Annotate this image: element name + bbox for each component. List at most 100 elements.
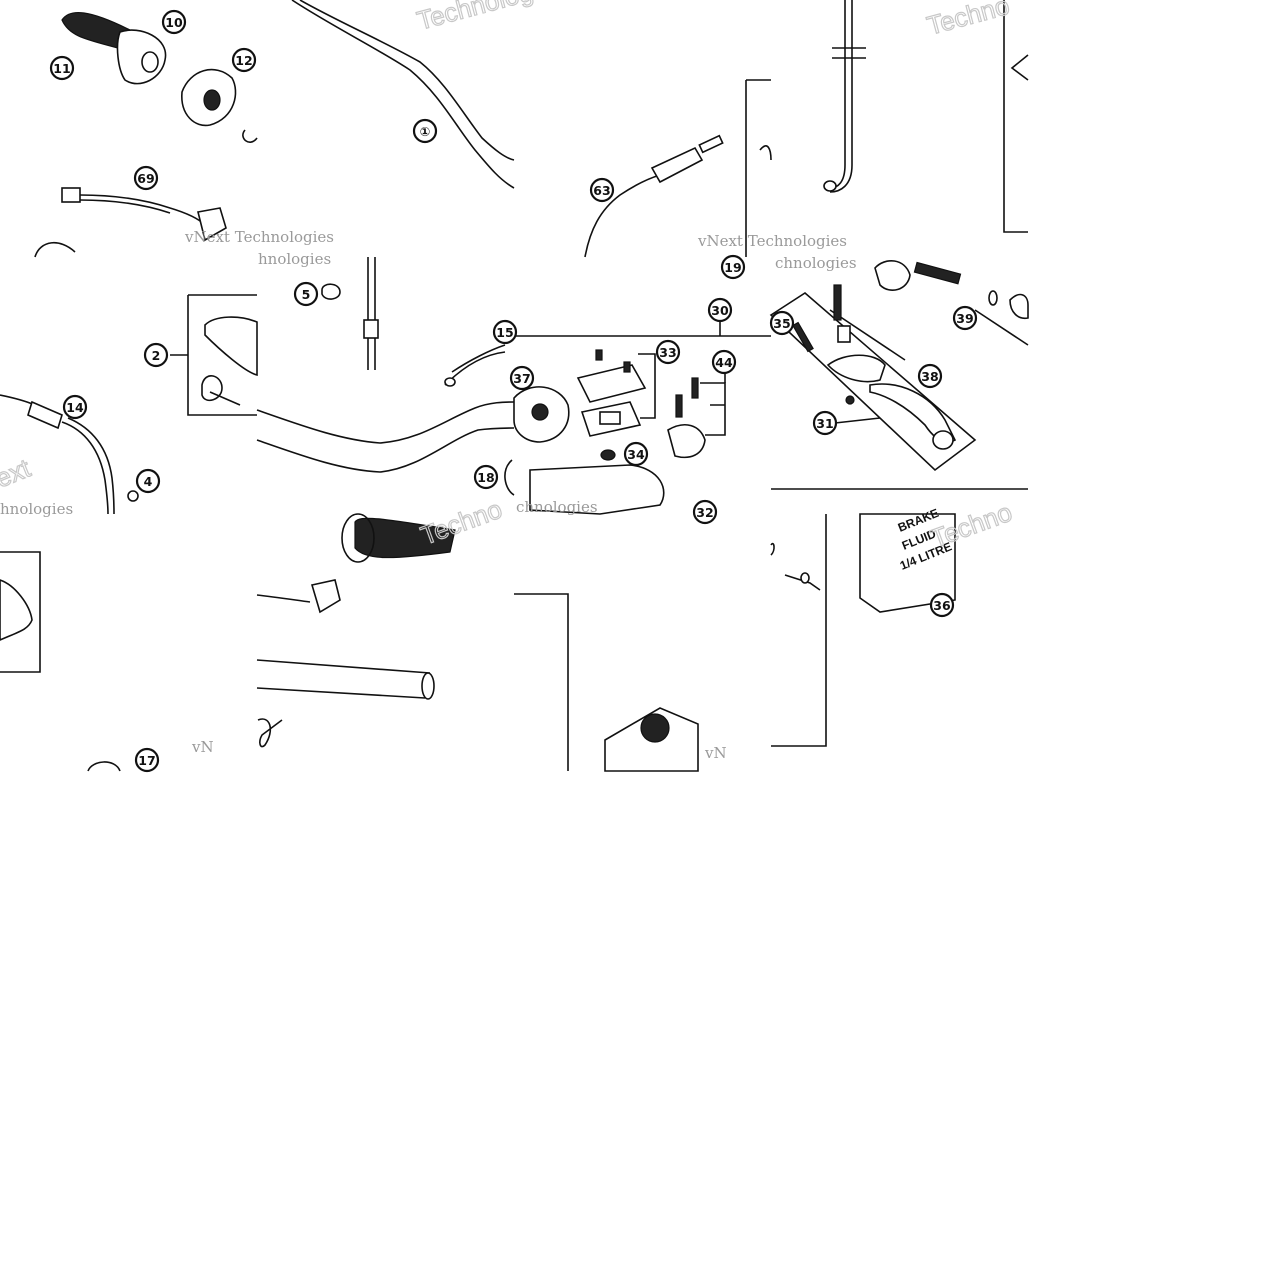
callout-10: 10: [161, 9, 187, 35]
small-clip-part: [321, 257, 515, 496]
callout-circle: [231, 47, 257, 73]
watermark-vnext-2: vNext Technologies: [697, 232, 847, 250]
callout-circle: [711, 349, 737, 375]
watermark-techno-4: Techno: [927, 497, 1016, 554]
callout-69: 69: [133, 165, 159, 191]
callout-number: 63: [593, 183, 610, 198]
callout-number: 30: [711, 303, 729, 318]
watermark-techno-3: Techno: [417, 494, 506, 551]
callout-12: 12: [231, 47, 257, 73]
clutch-cable-part: [584, 79, 772, 258]
callout-number: 2: [152, 348, 161, 363]
callout-15: 15: [492, 319, 518, 345]
callout-circle: [917, 363, 943, 389]
callout-4: 4: [135, 468, 161, 494]
callout-5: 5: [293, 281, 319, 307]
callout-37: 37: [509, 365, 535, 391]
callout-number: 34: [627, 447, 645, 462]
callout-number: 33: [659, 345, 676, 360]
watermark-gies: hnologies: [258, 250, 331, 268]
callout-number: 5: [302, 287, 311, 302]
callout-circle: [492, 319, 518, 345]
callout-number: 10: [165, 15, 183, 30]
callout-number: 15: [496, 325, 513, 340]
callout-circle: [49, 55, 75, 81]
left-grip-part: [256, 513, 456, 748]
callout-circle: [720, 254, 746, 280]
callout-circle: [135, 468, 161, 494]
callout-number: 31: [816, 416, 833, 431]
watermark-vn-1: vN: [191, 738, 214, 756]
callout-circle: [62, 394, 88, 420]
watermark-vnext-1: vNext Technologies: [184, 228, 334, 246]
mirror-lower-part: [0, 551, 121, 772]
callout-1: ①: [412, 118, 438, 144]
callout-circle: [589, 177, 615, 203]
handlebar-part: [291, 0, 515, 189]
callout-19: 19: [720, 254, 746, 280]
callout-18: 18: [473, 464, 499, 490]
callout-32: 32: [692, 499, 718, 525]
callout-circle: [509, 365, 535, 391]
callout-36: 36: [929, 592, 955, 618]
watermark-techno-1: Technologies: [414, 0, 568, 36]
callout-circle: [769, 310, 795, 336]
callout-circle: [929, 592, 955, 618]
handlebar-lower-part: [256, 401, 515, 473]
watermark-techno-2: Techno: [924, 0, 1013, 41]
callout-number: 11: [53, 61, 70, 76]
brake-lever-part: [769, 260, 1029, 490]
watermark-ext: ext: [0, 452, 35, 493]
callout-circle: [133, 165, 159, 191]
callout-39: 39: [952, 305, 978, 331]
callout-number: 32: [696, 505, 713, 520]
brake-fluid-bottle: BRAKE FLUID 1/4 LITRE: [770, 506, 956, 747]
callout-number: 12: [235, 53, 252, 68]
callout-31: 31: [812, 410, 838, 436]
watermark-chnologies-1: chnologies: [775, 254, 857, 272]
callout-35: 35: [769, 310, 795, 336]
callout-circle: [812, 410, 838, 436]
callout-circle: [655, 339, 681, 365]
callout-number: 44: [715, 355, 733, 370]
callout-63: 63: [589, 177, 615, 203]
callout-14: 14: [62, 394, 88, 420]
callout-44: 44: [711, 349, 737, 375]
callout-38: 38: [917, 363, 943, 389]
callout-11: 11: [49, 55, 75, 81]
watermark-vn-2: vN: [704, 744, 727, 762]
callout-number: 36: [933, 598, 951, 613]
callout-circle: [161, 9, 187, 35]
callout-number: 17: [138, 753, 155, 768]
callout-number: ①: [420, 124, 431, 139]
callout-number: 39: [956, 311, 973, 326]
callout-number: 35: [773, 316, 790, 331]
watermarks: Technologies Techno vNext Technologies v…: [0, 0, 1016, 762]
callout-2: 2: [143, 342, 169, 368]
callout-number: 19: [724, 260, 741, 275]
callout-circle: [707, 297, 733, 323]
throttle-grip-part: [61, 12, 258, 143]
callout-30: 30: [707, 297, 733, 323]
callout-circle: [473, 464, 499, 490]
callout-number: 69: [137, 171, 154, 186]
callout-34: 34: [623, 441, 649, 467]
callout-number: 14: [66, 400, 84, 415]
master-cylinder-assembly: [513, 322, 771, 515]
throttle-switch-part: [34, 187, 227, 258]
throttle-cable-part: [0, 394, 139, 515]
callout-circle: [952, 305, 978, 331]
callout-33: 33: [655, 339, 681, 365]
watermark-chnologies-3: chnologies: [516, 498, 598, 516]
callout-17: 17: [134, 747, 160, 773]
mirror-part: [170, 294, 258, 416]
callout-circle: [143, 342, 169, 368]
callout-number: 4: [144, 474, 153, 489]
watermark-chnologies-2: hnologies: [0, 500, 73, 518]
callout-number: 38: [921, 369, 938, 384]
part-callouts: 11 10 12 69 ① 63 19 5 15 2 14 4 30 33 44 37 34 18 32 35 38 31…: [49, 9, 978, 773]
callout-circle: [134, 747, 160, 773]
callout-circle: [412, 118, 438, 144]
callout-number: 37: [513, 371, 530, 386]
callout-circle: [692, 499, 718, 525]
